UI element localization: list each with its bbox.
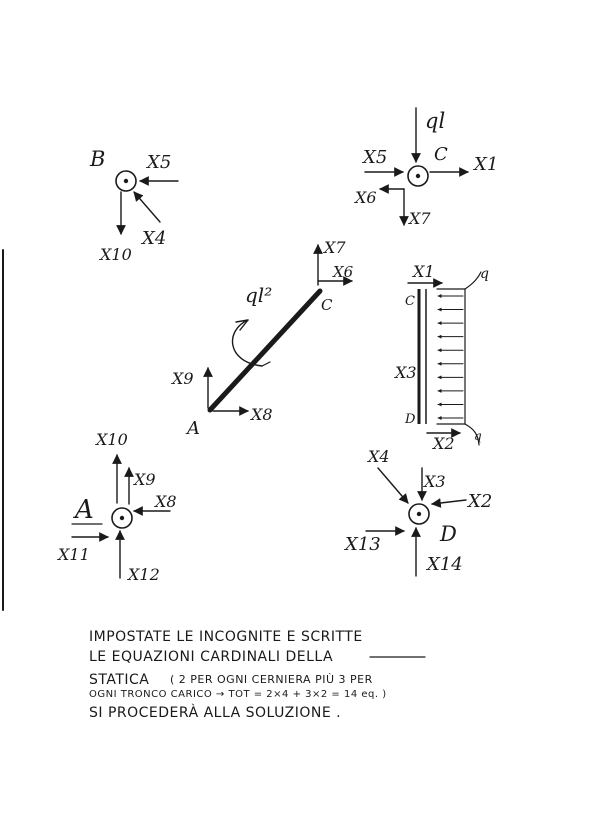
node-d: D X4 X3 X2 X13 X14 bbox=[343, 447, 492, 577]
force-x4-d-arrow bbox=[377, 467, 409, 504]
beam-ac-end-a-label: A bbox=[185, 418, 200, 439]
hinge-d bbox=[408, 503, 430, 525]
force-x12-a-label: X12 bbox=[126, 565, 160, 584]
note-line-1: IMPOSTATE LE INCOGNITE E SCRITTE bbox=[89, 629, 363, 645]
moment-arc bbox=[231, 319, 263, 367]
load-q-label-bottom: q bbox=[474, 429, 482, 443]
note-line-4: OGNI TRONCO CARICO → TOT = 2×4 + 3×2 = 1… bbox=[89, 689, 387, 700]
load-leader-bottom bbox=[464, 423, 480, 446]
force-x11-a-label: X11 bbox=[56, 545, 90, 564]
force-x1-c-label: X1 bbox=[472, 154, 498, 175]
note-line-3a: STATICA bbox=[89, 672, 149, 688]
force-x1-beam-label: X1 bbox=[411, 262, 435, 281]
force-x4-b-label: X4 bbox=[140, 228, 166, 249]
force-x9-beam-label: X9 bbox=[170, 369, 194, 388]
node-b: B X5 X4 X10 bbox=[89, 147, 179, 264]
hinge-c-center bbox=[415, 173, 421, 179]
note-line-5: SI PROCEDERÀ ALLA SOLUZIONE . bbox=[89, 704, 341, 721]
force-x6-c-label: X6 bbox=[353, 188, 377, 207]
hinge-b bbox=[115, 170, 137, 192]
note-line-3b: ( 2 PER OGNI CERNIERA PIÙ 3 PER bbox=[170, 673, 373, 686]
moment-arrowhead bbox=[235, 319, 249, 331]
force-x8-a-label: X8 bbox=[153, 492, 177, 511]
force-x2-beam-label: X2 bbox=[431, 434, 455, 453]
node-c: C ql X5 X1 X6 X7 bbox=[353, 107, 498, 228]
force-x4-b-arrow bbox=[133, 191, 161, 223]
force-x13-d-label: X13 bbox=[343, 534, 381, 555]
force-x5-b-label: X5 bbox=[145, 152, 171, 173]
force-x3-d-label: X3 bbox=[422, 472, 446, 491]
beam-cd-end-c-label: C bbox=[405, 294, 415, 309]
hinge-d-center bbox=[416, 511, 422, 517]
note-line-2: LE EQUAZIONI CARDINALI DELLA bbox=[89, 649, 333, 665]
node-c-label: C bbox=[434, 144, 448, 165]
force-x6-beam-label: X6 bbox=[332, 263, 354, 281]
hinge-a-center bbox=[119, 515, 125, 521]
moment-tick bbox=[261, 361, 271, 367]
distributed-load-arrows bbox=[437, 294, 464, 420]
beam-cd-end-d-label: D bbox=[404, 412, 416, 427]
beam-ac-end-c-label: C bbox=[321, 296, 333, 314]
node-d-label: D bbox=[439, 522, 457, 546]
force-x4-d-label: X4 bbox=[366, 447, 390, 466]
force-x2-d-arrow bbox=[431, 498, 467, 508]
handwritten-note: IMPOSTATE LE INCOGNITE E SCRITTE LE EQUA… bbox=[89, 629, 426, 721]
node-a-label: A bbox=[73, 495, 94, 525]
force-x10-b-label: X10 bbox=[98, 245, 132, 264]
force-x14-d-label: X14 bbox=[425, 554, 463, 575]
hinge-c bbox=[407, 165, 429, 187]
hinge-a bbox=[111, 507, 133, 529]
node-b-label: B bbox=[89, 147, 105, 171]
hinge-b-center bbox=[123, 178, 129, 184]
force-x8-beam-label: X8 bbox=[249, 405, 273, 424]
force-x9-a-label: X9 bbox=[132, 470, 156, 489]
force-x5-c-label: X5 bbox=[361, 147, 387, 168]
node-a: A X10 X9 X8 X11 X12 bbox=[56, 430, 177, 584]
load-ql-c-label: ql bbox=[425, 109, 445, 133]
beam-ac-bar bbox=[207, 288, 323, 413]
load-leader-top bbox=[464, 271, 482, 290]
force-x2-d-label: X2 bbox=[466, 491, 492, 512]
force-x3-beam-label: X3 bbox=[393, 363, 417, 382]
beam-ac: A C X7 X6 X9 X8 ql² bbox=[170, 238, 354, 439]
beam-cd: C D X1 X3 X2 q q bbox=[393, 262, 489, 453]
force-x10-a-label: X10 bbox=[94, 430, 128, 449]
moment-ql2-label: ql² bbox=[245, 283, 272, 307]
force-x7-c-label: X7 bbox=[407, 209, 431, 228]
force-x7-beam-label: X7 bbox=[322, 238, 346, 257]
load-q-label: q bbox=[480, 266, 489, 282]
